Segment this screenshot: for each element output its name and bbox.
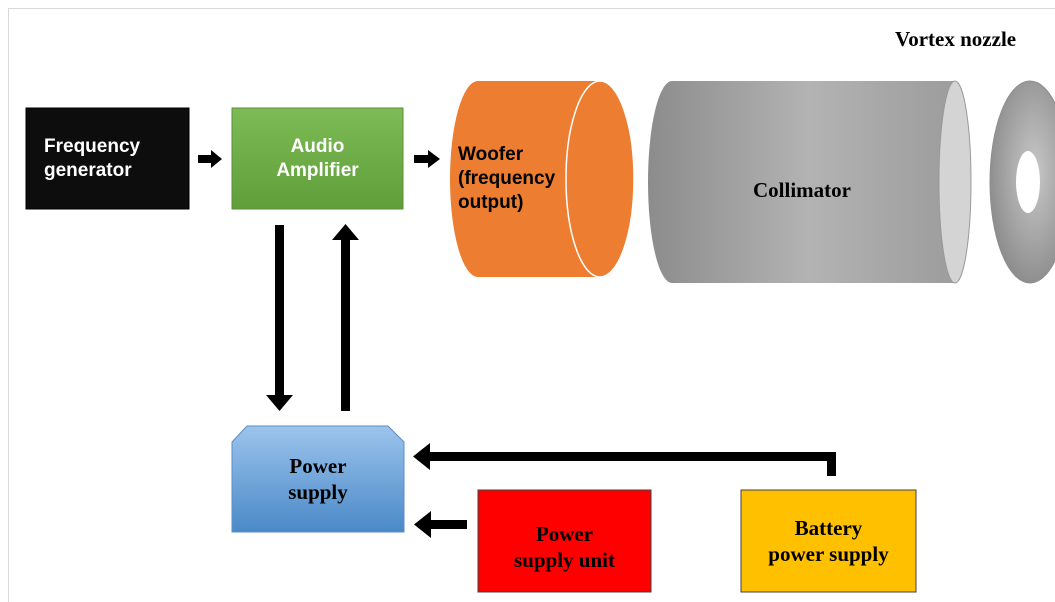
power-supply-unit-label: Power supply unit [514, 521, 615, 572]
battery-power-supply-label: Battery power supply [768, 515, 889, 566]
woofer-cylinder [450, 80, 635, 278]
vortex-nozzle-label: Vortex nozzle [895, 26, 1017, 51]
power-supply-unit-block [477, 489, 652, 593]
collimator-cylinder [648, 80, 972, 284]
arrow-generator-to-amplifier [198, 150, 222, 168]
arrow-amplifier-to-woofer [414, 150, 440, 168]
vortex-nozzle-disc [989, 80, 1055, 284]
frequency-generator-label: Frequency generator [44, 135, 141, 181]
arrow-power-supply-to-amplifier [332, 224, 359, 411]
power-supply-block [231, 425, 405, 533]
arrow-battery-to-power-supply [413, 443, 836, 476]
power-supply-label: Power supply [288, 453, 348, 504]
frequency-generator-block [25, 107, 190, 210]
arrow-psu-to-power-supply [414, 511, 467, 538]
collimator-label: Collimator [753, 177, 851, 202]
arrow-amplifier-to-power-supply [266, 225, 293, 411]
frame-top-border [8, 8, 1055, 9]
audio-amplifier-label: Audio Amplifier [276, 135, 359, 181]
woofer-label: Woofer (frequency output) [458, 144, 556, 213]
audio-amplifier-block [231, 107, 404, 210]
battery-power-supply-block [740, 489, 917, 593]
frame-left-border [8, 8, 9, 602]
